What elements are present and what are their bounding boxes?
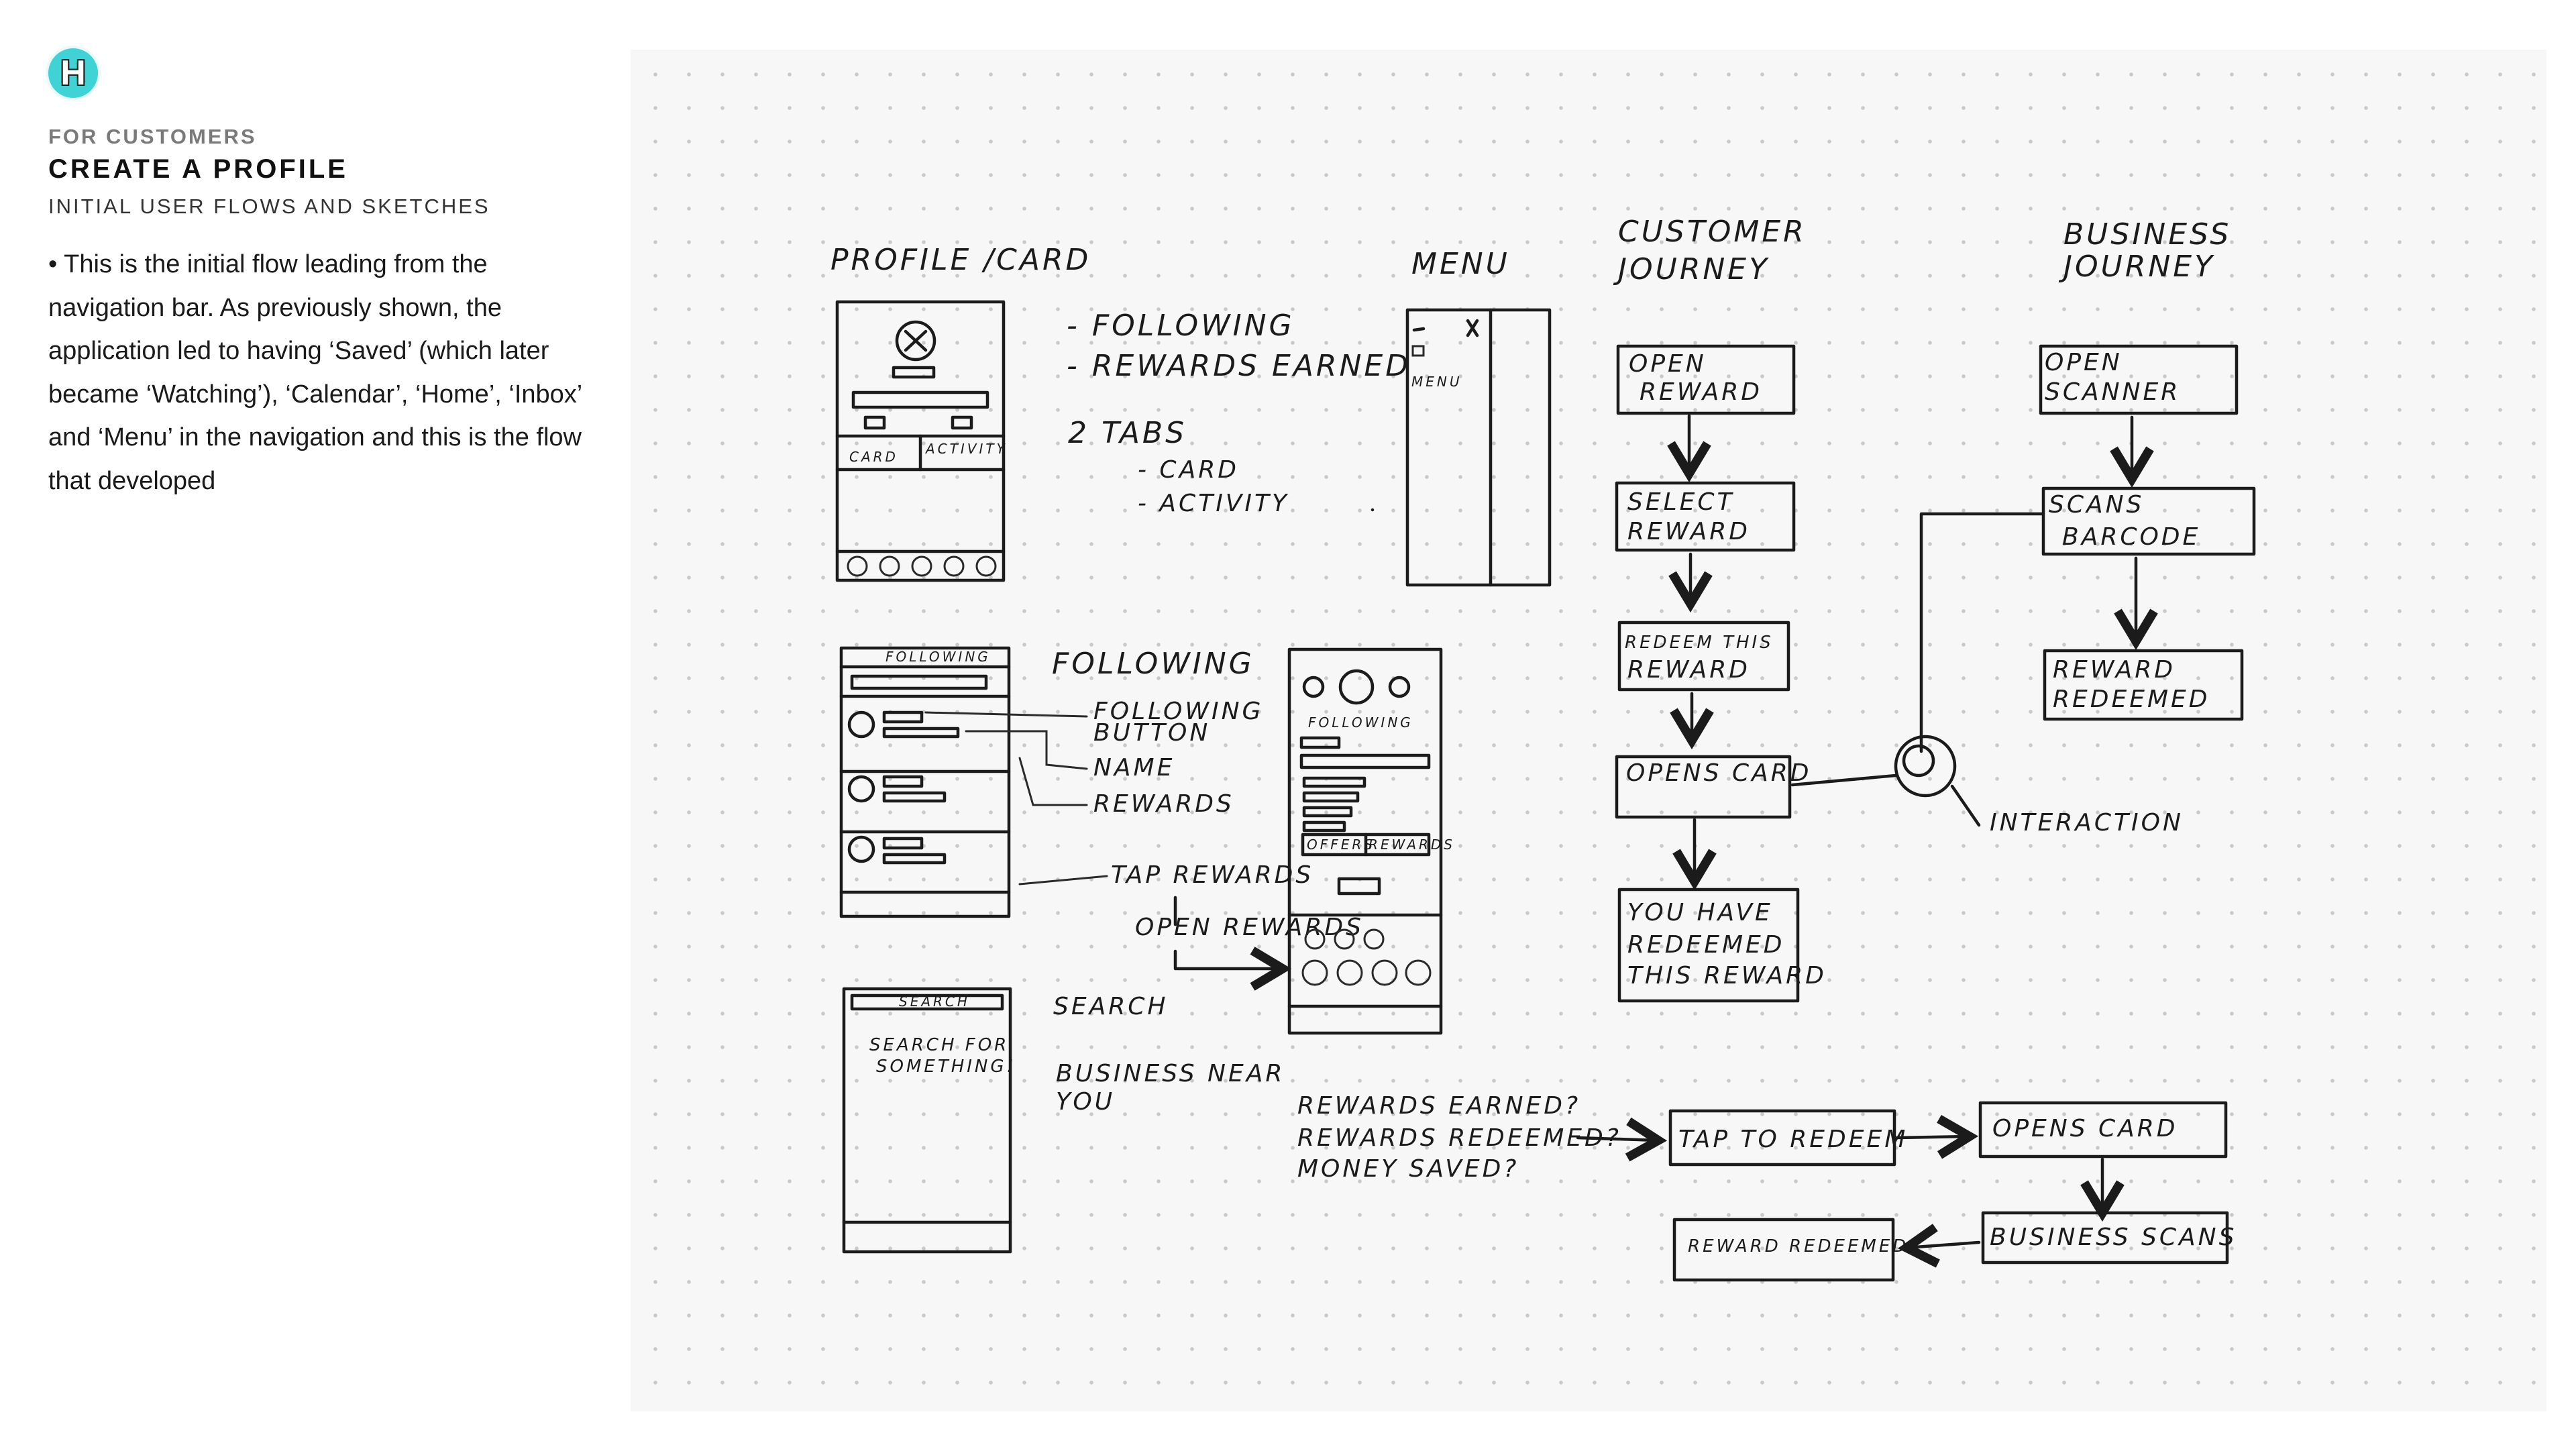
question-1: REWARDS EARNED? [1297, 1092, 1580, 1120]
profile-nav-icons [847, 555, 997, 577]
cj-step-1-line-2: REWARD [1640, 378, 1762, 406]
profile-note-activity: - ACTIVITY [1138, 490, 1289, 517]
redeem-step-4: REWARD REDEEMED [1688, 1236, 1909, 1256]
cj-step-4-box [1615, 755, 1792, 819]
redeem-step-2-box [1978, 1101, 2228, 1159]
following-note-2: BUTTON [1093, 719, 1210, 747]
profile-note-following: - FOLLOWING [1067, 309, 1295, 343]
logo-letter: H [60, 54, 86, 93]
following-note-4: REWARDS [1093, 790, 1234, 818]
customer-journey-heading-2: JOURNEY [1613, 252, 1770, 286]
cj-step-2-line-1: SELECT [1627, 488, 1735, 516]
detail-tab-rewards: REWARDS [1368, 837, 1455, 853]
profile-tab-card: CARD [849, 449, 898, 465]
detail-screen-title: FOLLOWING [1308, 714, 1413, 731]
detail-phone-sketch: FOLLOWING OFFERS REWARDS [1287, 647, 1455, 1035]
following-screen-title: FOLLOWING [885, 649, 991, 665]
redeem-step-2: OPENS CARD [1992, 1115, 2178, 1142]
detail-tab-offers: OFFERS [1307, 837, 1375, 853]
search-note-1: BUSINESS NEAR [1056, 1060, 1285, 1087]
search-note-2: YOU [1056, 1088, 1115, 1116]
profile-note-rewards: - REWARDS EARNED [1067, 349, 1411, 383]
cj-step-5-box [1617, 888, 1800, 1003]
business-journey-heading-2: JOURNEY [2058, 250, 2215, 284]
following-phone-sketch: FOLLOWING [839, 646, 1011, 918]
menu-heading: MENU [1411, 247, 1510, 281]
bj-step-3-box [2043, 649, 2244, 721]
interaction-label: INTERACTION [1990, 809, 2184, 837]
profile-phone-sketch: CARD ACTIVITY [835, 300, 1008, 582]
cj-step-5-line-3: THIS REWARD [1627, 962, 1827, 989]
brand-logo: H [48, 48, 98, 98]
bj-step-2-line-1: SCANS [2049, 491, 2144, 519]
following-note-1: FOLLOWING [1093, 698, 1263, 725]
customer-journey-heading-1: CUSTOMER [1618, 215, 1807, 249]
sketch-canvas [631, 50, 2546, 1411]
bj-step-1-box [2039, 344, 2239, 415]
cj-step-3-line-1: REDEEM THIS [1625, 633, 1774, 653]
cj-step-5-line-2: REDEEMED [1627, 931, 1785, 959]
cj-step-1-line-1: OPEN [1629, 350, 1707, 378]
menu-screen-label: MENU [1411, 374, 1462, 390]
redeem-step-3: BUSINESS SCANS [1990, 1224, 2237, 1251]
cj-step-1-box [1616, 344, 1796, 415]
bj-step-2-box [2041, 486, 2256, 556]
section-eyebrow: FOR CUSTOMERS [48, 125, 257, 148]
interaction-node [1894, 735, 1957, 798]
redeem-step-4-box [1672, 1218, 1895, 1282]
question-2: REWARDS REDEEMED? [1297, 1124, 1621, 1152]
cj-step-5-line-1: YOU HAVE [1627, 899, 1773, 926]
redeem-step-1: TAP TO REDEEM [1678, 1126, 1908, 1153]
redeem-step-1-box [1668, 1109, 1896, 1167]
profile-tab-activity: ACTIVITY [924, 441, 1008, 457]
cj-step-2-line-2: REWARD [1627, 518, 1750, 545]
search-phone-sketch: SEARCH SEARCH FOR SOMETHING! [842, 987, 1016, 1254]
search-screen-title: SEARCH [899, 994, 970, 1010]
page-subtitle: INITIAL USER FLOWS AND SKETCHES [48, 195, 490, 218]
following-note-3: NAME [1093, 754, 1175, 782]
profile-note-card: - CARD [1138, 456, 1239, 484]
bj-step-1-line-2: SCANNER [2045, 378, 2180, 406]
bj-step-1-line-1: OPEN [2045, 349, 2123, 376]
search-placeholder-1: SEARCH FOR [869, 1035, 1009, 1055]
cj-step-3-box [1617, 621, 1790, 692]
search-placeholder-2: SOMETHING! [876, 1057, 1016, 1077]
description-text: • This is the initial flow leading from … [48, 250, 582, 495]
question-3: MONEY SAVED? [1297, 1155, 1519, 1183]
menu-phone-sketch: MENU [1405, 308, 1552, 587]
bj-step-3-line-2: REDEEMED [2053, 686, 2210, 713]
redeem-step-3-box [1981, 1211, 2229, 1265]
cj-step-2-box [1615, 481, 1796, 552]
profile-note-tabs: 2 TABS [1068, 416, 1187, 450]
cj-step-4-line-1: OPENS CARD [1626, 759, 1812, 787]
business-journey-heading-1: BUSINESS [2063, 217, 2231, 252]
bj-step-2-line-2: BARCODE [2062, 523, 2200, 551]
profile-card-heading: PROFILE /CARD [830, 243, 1091, 277]
search-heading: SEARCH [1053, 993, 1168, 1020]
following-heading: FOLLOWING [1052, 647, 1254, 681]
bj-step-3-line-1: REWARD [2053, 656, 2176, 684]
following-note-6: OPEN REWARDS [1135, 914, 1364, 941]
page-title: CREATE A PROFILE [48, 154, 348, 184]
cj-step-3-line-2: REWARD [1627, 656, 1750, 684]
following-note-5: TAP REWARDS [1111, 861, 1313, 889]
